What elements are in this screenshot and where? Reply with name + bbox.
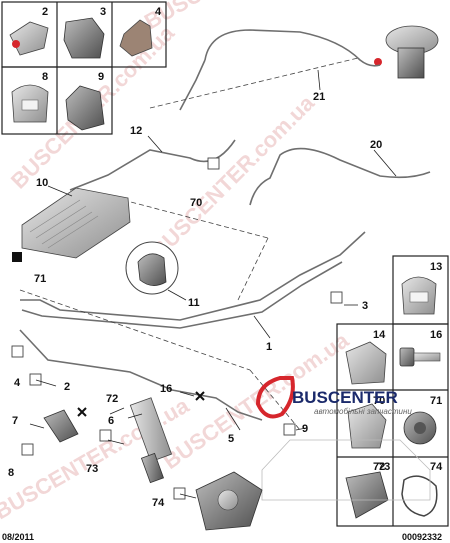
high-pressure-pump[interactable] [195, 471, 263, 531]
callout-12: 12 [130, 125, 142, 137]
brand-logo-subtitle: автомобільні запчастини [314, 407, 412, 416]
callout-20: 20 [370, 139, 382, 151]
footer-date: 08/2011 [2, 532, 34, 542]
line-21-lower[interactable] [179, 59, 206, 111]
callout-73: 73 [86, 463, 98, 475]
callout-5: 5 [228, 433, 234, 445]
clip-7-part[interactable] [43, 409, 79, 443]
callout-71: 71 [34, 273, 46, 285]
bolt-shaft [413, 352, 441, 362]
clip-part [63, 17, 105, 59]
nut-hole [414, 422, 426, 434]
filled-square-marker [12, 252, 22, 262]
footer-code: 00092332 [402, 532, 442, 542]
bracket-part [119, 19, 153, 57]
line-bottom[interactable] [19, 329, 263, 421]
callout-72: 72 [106, 393, 118, 405]
callout-labels: 21 12 20 10 70 71 11 3 1 4 2 72 16 7 6 9… [8, 91, 382, 509]
callout-70: 70 [190, 197, 202, 209]
brand-logo[interactable]: BUSCENTER автомобільні запчастини [255, 376, 412, 419]
fuel-pump-assembly[interactable] [374, 25, 439, 79]
thumbnail-3[interactable]: 3 [63, 6, 106, 59]
line-21[interactable] [204, 29, 381, 67]
thumbnail-71[interactable]: 71 [403, 395, 442, 445]
clip-red-dot [12, 40, 20, 48]
callout-16: 16 [160, 383, 172, 395]
line-1-lower[interactable] [21, 261, 343, 329]
callout-74: 74 [152, 497, 165, 509]
thumbnail-grid-top-left: 2 3 4 8 9 [1, 1, 167, 135]
clip-part [9, 21, 49, 56]
connector-part [345, 471, 389, 519]
thumbnail-72[interactable]: 72 [345, 461, 389, 519]
thumbnail-13[interactable]: 13 [401, 261, 442, 315]
thumbnail-9[interactable]: 9 [65, 71, 105, 131]
thumbnail-label: 4 [155, 6, 162, 18]
hose-clamp-part [401, 475, 438, 517]
brand-logo-text: BUSCENTER [292, 388, 398, 407]
callout-4: 4 [14, 377, 21, 389]
clip-part [347, 403, 387, 449]
watermark-text: BUSCENTER.com.ua [140, 0, 344, 34]
square-markers [11, 157, 343, 500]
callout-3: 3 [362, 300, 368, 312]
thumbnail-74[interactable]: 74 [401, 461, 443, 517]
callout-10: 10 [36, 177, 48, 189]
line-1-upper[interactable] [20, 231, 366, 321]
leader-lines [29, 69, 397, 499]
brand-logo-mark [255, 376, 295, 419]
thumbnail-16[interactable]: 16 [399, 329, 442, 367]
thumbnail-label: 3 [100, 6, 106, 18]
rubber-damper-11[interactable] [125, 241, 179, 295]
thumbnail-label: 74 [430, 461, 443, 473]
callout-11: 11 [188, 297, 200, 309]
thumbnail-label: 2 [42, 6, 48, 18]
clip-part [345, 341, 387, 385]
fuel-cooler-part[interactable] [21, 187, 131, 259]
thumbnail-label: 73 [378, 461, 390, 473]
thumbnail-grid-right: 13 14 16 70 71 72 73 74 [261, 255, 449, 527]
thumbnail-73[interactable]: 73 [378, 461, 390, 473]
guide-lines [19, 57, 359, 431]
thumbnail-label: 8 [42, 71, 48, 83]
vehicle-sketch [261, 439, 431, 501]
callout-2: 2 [64, 381, 70, 393]
clip-slot [409, 291, 429, 303]
thumbnail-70[interactable]: 70 [347, 395, 387, 449]
clip-part [65, 85, 105, 131]
thumbnail-label: 14 [373, 329, 386, 341]
thumbnail-14[interactable]: 14 [345, 329, 387, 385]
callout-8: 8 [8, 467, 14, 479]
thumbnail-2[interactable]: 2 [9, 6, 49, 56]
thumbnail-8[interactable]: 8 [11, 71, 49, 123]
line-12[interactable] [69, 139, 236, 191]
thumbnail-label: 9 [98, 71, 104, 83]
thumbnail-label: 72 [373, 461, 385, 473]
cross-markers [77, 391, 205, 417]
callout-21: 21 [313, 91, 325, 103]
callout-1: 1 [266, 341, 272, 353]
line-20[interactable] [249, 147, 431, 206]
callout-6: 6 [108, 415, 114, 427]
thumbnail-label: 16 [430, 329, 442, 341]
injector-assembly[interactable] [129, 397, 173, 484]
bolt-head [399, 347, 415, 367]
thumbnail-label: 70 [373, 395, 385, 407]
thumbnail-label: 13 [430, 261, 442, 273]
thumbnail-label: 71 [430, 395, 442, 407]
callout-9: 9 [302, 423, 308, 435]
watermark-text: BUSCENTER.com.ua [146, 90, 320, 264]
clip-slot [21, 99, 39, 111]
thumbnail-4[interactable]: 4 [119, 6, 162, 57]
fuel-lines [19, 29, 431, 421]
callout-7: 7 [12, 415, 18, 427]
